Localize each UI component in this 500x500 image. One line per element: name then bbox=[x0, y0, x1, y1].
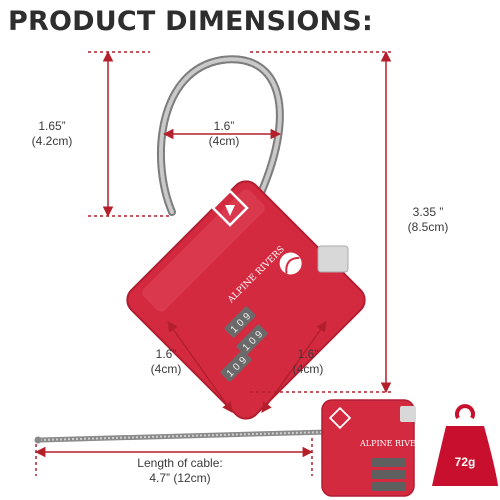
page-title: PRODUCT DIMENSIONS: bbox=[8, 6, 373, 37]
dim-metric: (4cm) bbox=[292, 362, 324, 376]
dim-metric: (4cm) bbox=[150, 362, 182, 376]
release-button bbox=[317, 245, 349, 273]
dimension-guides bbox=[34, 50, 394, 476]
dim-metric: (4.2cm) bbox=[31, 134, 73, 148]
weight-icon: 72g bbox=[432, 404, 498, 486]
body-left-label: 1.6” (4cm) bbox=[138, 347, 194, 377]
dim-value: 3.35 ” bbox=[412, 205, 444, 219]
total-height-label: 3.35 ” (8.5cm) bbox=[398, 205, 458, 235]
dim-metric: (4cm) bbox=[208, 134, 240, 148]
extended-cable bbox=[34, 429, 329, 444]
lock-body bbox=[126, 180, 366, 420]
dim-value: 1.6” bbox=[297, 347, 319, 361]
cable-length-label: Length of cable: 4.7” (12cm) bbox=[120, 456, 240, 486]
body-right-label: 1.6” (4cm) bbox=[280, 347, 336, 377]
weight-value: 72g bbox=[455, 455, 476, 469]
dim-value: 1.6” bbox=[155, 347, 177, 361]
shackle-cable bbox=[156, 55, 284, 216]
cable-length-caption: Length of cable: bbox=[137, 456, 223, 470]
dim-value: 1.65” bbox=[38, 119, 66, 133]
dim-metric: (8.5cm) bbox=[407, 220, 449, 234]
body-right-arrow bbox=[261, 321, 327, 413]
shackle-height-label: 1.65” (4.2cm) bbox=[22, 119, 82, 149]
tsa-logo bbox=[211, 189, 249, 227]
cable-length-value: 4.7” (12cm) bbox=[149, 471, 211, 485]
dim-value: 1.6” bbox=[213, 119, 235, 133]
shackle-width-label: 1.6” (4cm) bbox=[196, 119, 252, 149]
small-brand-name: ALPINE RIVERS bbox=[359, 439, 427, 448]
small-lock-body: ALPINE RIVERS bbox=[321, 399, 427, 497]
body-left-arrow bbox=[167, 321, 233, 413]
